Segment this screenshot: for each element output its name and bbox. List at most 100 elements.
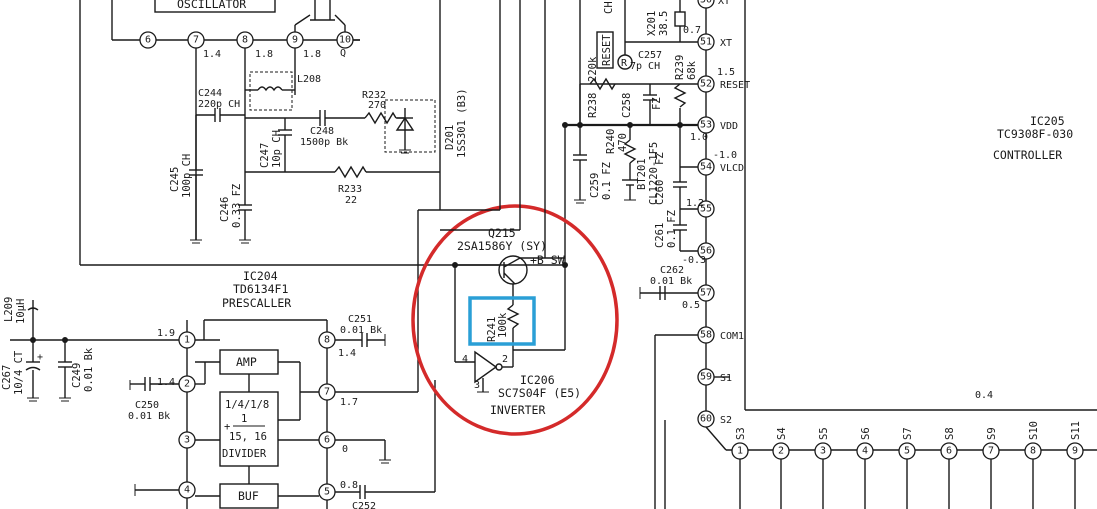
svg-text:1.2: 1.2 xyxy=(686,198,704,209)
ic206-inverter xyxy=(474,350,498,384)
svg-text:6: 6 xyxy=(324,435,330,446)
svg-text:XT: XT xyxy=(718,0,730,7)
svg-text:9: 9 xyxy=(1072,446,1078,457)
ic204-pin-3 xyxy=(178,431,196,449)
q215-region: Q215 2SA1586Y (SY) +B SW R241 100k 4 2 3… xyxy=(411,125,619,436)
svg-text:FZ: FZ xyxy=(651,97,663,110)
svg-text:270: 270 xyxy=(368,100,386,111)
svg-text:0.01 Bk: 0.01 Bk xyxy=(83,347,95,392)
svg-text:51: 51 xyxy=(700,37,712,48)
svg-text:1/4/1/8: 1/4/1/8 xyxy=(225,399,269,411)
svg-text:VDD: VDD xyxy=(720,121,738,132)
ic204-label: IC204 xyxy=(243,269,278,283)
reset-box xyxy=(596,31,614,69)
svg-text:4: 4 xyxy=(862,446,868,457)
svg-text:55: 55 xyxy=(700,204,712,215)
svg-text:470: 470 xyxy=(617,133,629,152)
svg-text:10p CH: 10p CH xyxy=(271,130,283,168)
svg-text:220k: 220k xyxy=(587,56,599,82)
svg-text:22: 22 xyxy=(345,195,357,206)
svg-text:7: 7 xyxy=(324,387,330,398)
svg-text:3: 3 xyxy=(474,380,480,391)
svg-text:S5: S5 xyxy=(818,427,830,440)
highlight-box xyxy=(468,296,536,346)
svg-text:S11: S11 xyxy=(1070,421,1082,440)
c244-label: C244 xyxy=(198,88,222,99)
svg-text:0.01 Bk: 0.01 Bk xyxy=(650,276,692,287)
c250-label: C250 xyxy=(135,400,159,411)
r241-resistor xyxy=(506,304,520,329)
c259-label: C259 xyxy=(589,173,601,198)
bt201-label: BT201 xyxy=(636,158,648,190)
svg-text:2: 2 xyxy=(778,446,784,457)
svg-text:1SS301 (B3): 1SS301 (B3) xyxy=(456,88,468,158)
svg-text:38.5: 38.5 xyxy=(658,11,670,36)
osc-pin-6 xyxy=(139,31,157,49)
svg-text:S9: S9 xyxy=(986,427,998,440)
svg-text:3: 3 xyxy=(184,435,190,446)
svg-text:6: 6 xyxy=(946,446,952,457)
svg-text:10/4 CT: 10/4 CT xyxy=(13,350,25,395)
svg-text:XT: XT xyxy=(720,38,732,49)
svg-text:S2: S2 xyxy=(720,415,732,426)
controller-label: CONTROLLER xyxy=(993,148,1062,162)
prescaler-label: PRESCALLER xyxy=(222,296,291,310)
svg-text:0.33 FZ: 0.33 FZ xyxy=(231,184,243,228)
c252-label: C252 xyxy=(352,501,376,509)
r240-label: R240 xyxy=(605,129,617,154)
svg-text:COM1: COM1 xyxy=(720,331,744,342)
svg-text:S10: S10 xyxy=(1028,421,1040,440)
q215-part: 2SA1586Y (SY) xyxy=(457,239,547,253)
r241-label: R241 xyxy=(486,317,498,342)
svg-text:S8: S8 xyxy=(944,427,956,440)
oscillator-block: OSCILLATOR 6 7 8 9 10 1.4 1.8 1.8 Q xyxy=(79,0,468,265)
d201-label: D201 xyxy=(444,125,456,150)
svg-text:5: 5 xyxy=(904,446,910,457)
svg-text:-0.3: -0.3 xyxy=(682,255,706,266)
r239-label: R239 xyxy=(674,55,686,80)
svg-text:8: 8 xyxy=(242,35,248,46)
svg-text:1.8: 1.8 xyxy=(303,49,321,60)
c258-label: C258 xyxy=(621,93,633,118)
q215-transistor xyxy=(498,255,528,285)
l208-coil xyxy=(257,86,283,92)
b-sw-label: +B SW xyxy=(530,253,565,267)
svg-text:1.7: 1.7 xyxy=(340,397,358,408)
d201-diode xyxy=(395,116,415,131)
svg-text:FZ: FZ xyxy=(654,152,666,165)
buf-label: BUF xyxy=(238,489,259,503)
svg-text:+: + xyxy=(37,352,43,363)
svg-text:54: 54 xyxy=(700,162,712,173)
svg-text:VLCD: VLCD xyxy=(720,163,744,174)
svg-text:S7: S7 xyxy=(902,427,914,440)
svg-text:1: 1 xyxy=(737,446,743,457)
svg-text:57: 57 xyxy=(700,288,712,299)
svg-text:8: 8 xyxy=(324,335,330,346)
svg-text:1: 1 xyxy=(184,335,190,346)
svg-text:S3: S3 xyxy=(735,427,747,440)
d201-box xyxy=(384,99,436,153)
divider-label: DIVIDER xyxy=(222,448,267,460)
r239-resistor xyxy=(673,83,687,108)
svg-text:0.1 FZ: 0.1 FZ xyxy=(601,162,613,200)
l209-label: L209 xyxy=(3,297,15,322)
svg-text:100k: 100k xyxy=(497,312,509,338)
svg-text:0.01 Bk: 0.01 Bk xyxy=(128,411,170,422)
svg-text:1.9: 1.9 xyxy=(157,328,175,339)
svg-text:0.8: 0.8 xyxy=(340,480,358,491)
svg-text:0: 0 xyxy=(342,444,348,455)
c245-label: C245 xyxy=(169,167,181,192)
r233-resistor xyxy=(334,165,367,179)
x201-crystal xyxy=(674,11,686,27)
svg-text:220p CH: 220p CH xyxy=(198,99,240,110)
c248-label: C248 xyxy=(310,126,334,137)
svg-text:10µH: 10µH xyxy=(15,299,27,324)
svg-text:56: 56 xyxy=(700,246,712,257)
svg-text:1.5: 1.5 xyxy=(717,67,735,78)
svg-text:0.7: 0.7 xyxy=(683,25,701,36)
ic206-part: SC7S04F (E5) xyxy=(498,386,581,400)
svg-text:CH: CH xyxy=(603,1,615,14)
l208-label: L208 xyxy=(297,74,321,85)
svg-text:7: 7 xyxy=(193,35,199,46)
